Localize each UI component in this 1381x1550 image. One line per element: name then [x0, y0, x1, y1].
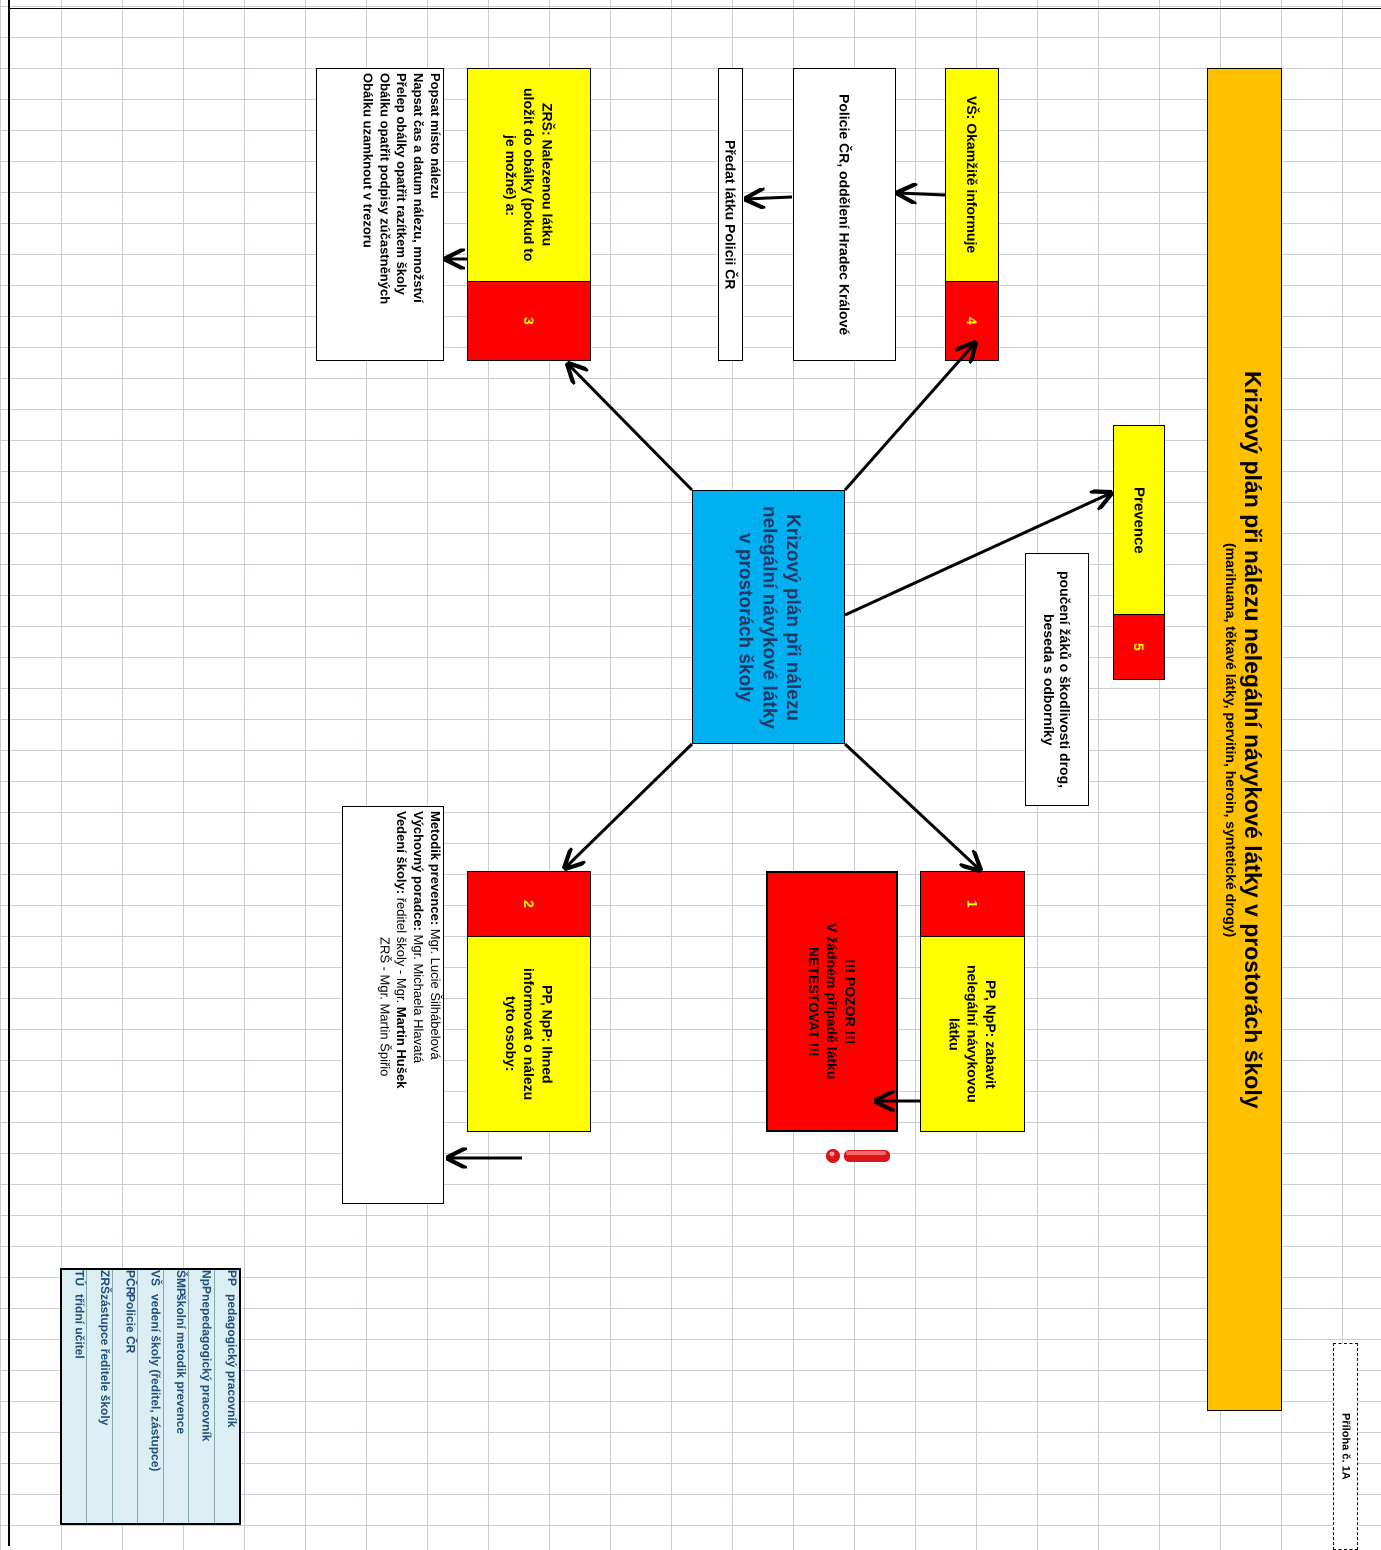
center-node: Krizový plán při nálezu nelegální návyko… [692, 490, 845, 744]
legend-row: PP pedagogický pracovník [213, 1270, 239, 1523]
exclamation-icon [826, 1149, 890, 1163]
envelope-step: Obálku uzamknout v trezoru [360, 73, 376, 248]
police-handover: Předat látku Policii ČR [718, 68, 743, 361]
contact-deputy: ZRŠ - Mgr. Martin Špiřio [377, 937, 393, 1077]
legend-row: TÚ třídní učitel [62, 1270, 86, 1523]
page-left-border [8, 0, 10, 1546]
envelope-step: Napsat čas a datum nálezu, množství [411, 73, 427, 303]
legend-abbr: VŠ [148, 1270, 163, 1287]
legend-desc: vedení školy (ředitel, zástupce) [148, 1294, 163, 1472]
legend-abbr: PP [225, 1270, 239, 1287]
legend-desc: zástupce ředitele školy [97, 1294, 112, 1426]
step-1-label: PP, NpP: zabavit nelegální návykovou lát… [920, 936, 1025, 1132]
page-subtitle: (marihuana, těkavé látky, pervitin, hero… [1223, 543, 1239, 938]
arrow-to-step-3 [568, 364, 694, 492]
envelope-step: Obálku opatřit podpisy zúčastněných [377, 73, 393, 305]
warning-line-1: !!! POZOR !!! [842, 958, 859, 1045]
arrow-to-step-1 [843, 742, 980, 870]
legend-abbr: TÚ [72, 1270, 87, 1286]
contacts-box: Metodik prevence: Mgr. Lucie Šilhábelová… [342, 806, 444, 1204]
step-1-line-2: nelegální návykovou [964, 965, 981, 1103]
arrow-to-police [898, 193, 946, 195]
prevention-note-line-1: poučení žáků o škodlivosti drog, [1057, 570, 1073, 789]
step-1-line-1: PP, NpP: zabavit [982, 979, 999, 1089]
step-2-number: 2 [467, 871, 591, 937]
contact-prevention: Metodik prevence: Mgr. Lucie Šilhábelová [428, 811, 443, 1060]
envelope-steps-list: Popsat místo nálezu Napsat čas a datum n… [316, 68, 444, 361]
step-2-label: PP, NpP: Ihned informovat o nálezu tyto … [467, 936, 591, 1132]
warning-line-2: V žádném případě látku [824, 923, 841, 1080]
step-3-number: 3 [467, 281, 591, 361]
arrow-to-handover [746, 197, 793, 199]
legend-desc: nepedagogický pracovník [199, 1294, 214, 1442]
warning-box: !!! POZOR !!! V žádném případě látku NET… [766, 871, 898, 1132]
prevention-note-line-2: beseda s odborníky [1041, 613, 1057, 746]
legend-abbr: NpP [199, 1270, 214, 1294]
envelope-step: Přelep obálky opatřit razítkem školy [394, 73, 410, 295]
step-5-label: Prevence [1113, 425, 1165, 615]
legend-row: VŠ vedení školy (ředitel, zástupce) [137, 1270, 163, 1523]
warning-line-3: NETESTOVAT !!! [805, 946, 822, 1057]
legend-abbr: ŠMP [174, 1270, 189, 1297]
arrow-to-step-5 [844, 493, 1111, 617]
arrow-to-step-4 [843, 343, 975, 491]
step-3-line-3: je možné) a: [502, 134, 519, 216]
legend-desc: Policie ČR [123, 1294, 138, 1354]
page-top-border [8, 8, 1381, 9]
step-2-line-3: tyto osoby: [502, 996, 519, 1072]
step-3-line-1: ZRŠ: Nalezenou látku [539, 103, 556, 247]
arrow-to-step-2 [565, 742, 694, 868]
prevention-note: poučení žáků o škodlivosti drog, beseda … [1025, 553, 1089, 806]
step-3-label: ZRŠ: Nalezenou látku uložit do obálky (p… [467, 68, 591, 282]
police-department: Policie ČR, oddělení Hradec Králové [793, 68, 896, 361]
step-1-line-3: látku [946, 1017, 963, 1051]
step-5-number: 5 [1113, 614, 1165, 680]
step-3-line-2: uložit do obálky (pokud to [521, 88, 538, 262]
legend-abbr: PČR [123, 1270, 138, 1296]
page-title: Krizový plán při nálezu nelegální návyko… [1240, 370, 1266, 1109]
title-banner: Krizový plán při nálezu nelegální návyko… [1207, 68, 1282, 1411]
envelope-step: Popsat místo nálezu [428, 73, 443, 199]
legend-desc: školní metodik prevence [174, 1294, 189, 1435]
center-line-1: Krizový plán při nálezu [782, 513, 804, 721]
step-2-line-1: PP, NpP: Ihned [539, 984, 556, 1084]
legend-abbr: ZRŠ [97, 1270, 112, 1294]
legend-desc: pedagogický pracovník [225, 1294, 239, 1428]
step-2-line-2: informovat o nálezu [521, 967, 538, 1101]
contact-management: Vedení školy: ředitel školy - Mgr. Marti… [394, 811, 410, 1089]
step-4-label: VŠ: Okamžitě informuje [945, 68, 999, 282]
annex-label: Příloha č. 1A [1333, 1343, 1358, 1550]
center-line-3: v prostorách školy [734, 532, 756, 702]
center-line-2: nelegální návykové látky [758, 505, 780, 729]
legend-desc: třídní učitel [72, 1294, 87, 1359]
contact-counselor: Výchovný poradce: Mgr. Michaela Hlavatá [411, 811, 427, 1064]
step-1-number: 1 [920, 871, 1025, 937]
